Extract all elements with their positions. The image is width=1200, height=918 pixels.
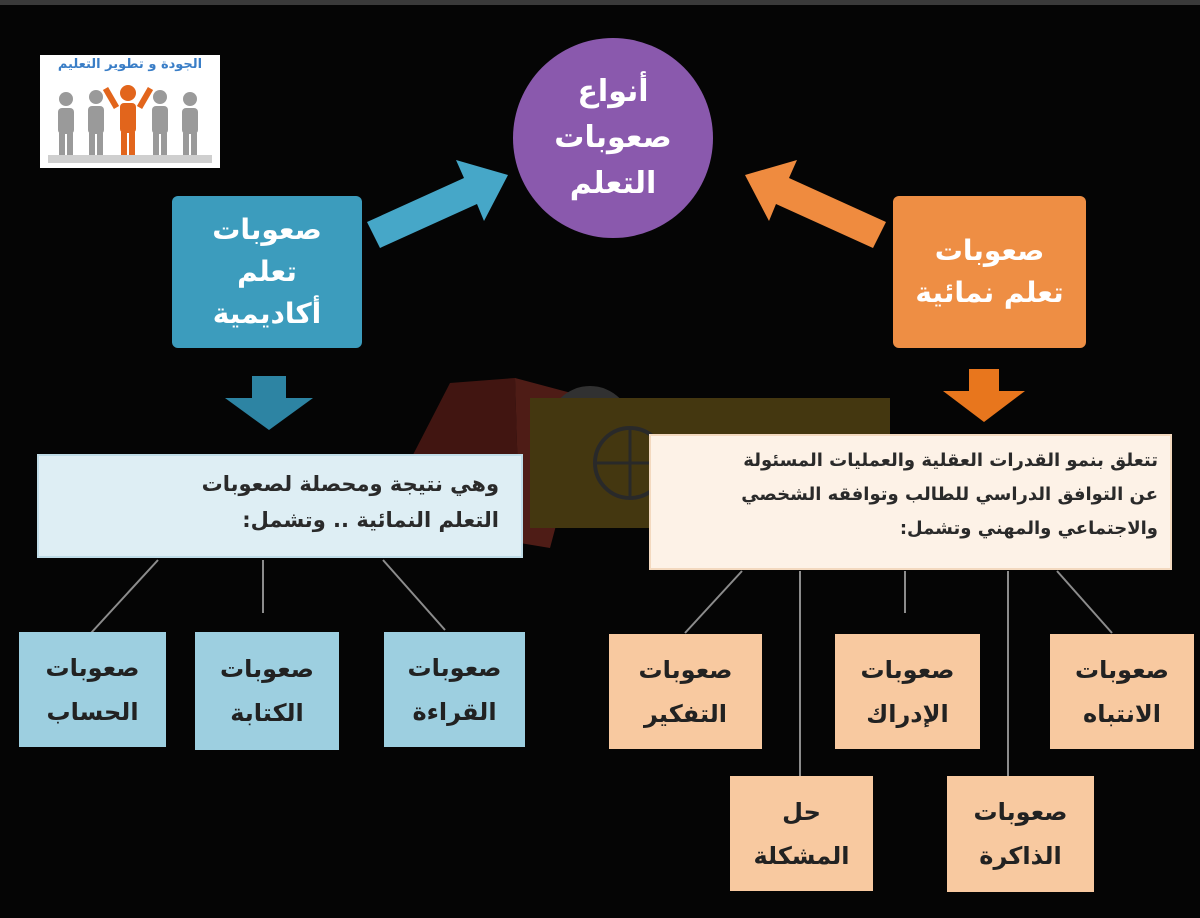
down-arrow-academic — [225, 376, 313, 430]
leaf-line: صعوبات — [220, 655, 314, 683]
leaf-writing-difficulties: صعوبات الكتابة — [195, 632, 339, 750]
connector-line — [90, 559, 159, 634]
leaf-line: الذاكرة — [979, 842, 1062, 870]
center-line: التعلم — [569, 166, 657, 201]
leaf-line: التفكير — [644, 699, 727, 728]
leaf-line: صعوبات — [407, 653, 502, 682]
down-arrow-developmental — [943, 369, 1025, 422]
leaf-thinking-difficulties: صعوبات التفكير — [609, 634, 762, 749]
leaf-line: حل — [782, 797, 821, 826]
leaf-reading-difficulties: صعوبات القراءة — [384, 632, 525, 747]
developmental-description-box: تتعلق بنمو القدرات العقلية والعمليات الم… — [649, 434, 1172, 570]
connector-line — [684, 570, 743, 634]
people-group-icon — [48, 85, 212, 163]
academic-title-line: أكاديمية — [212, 297, 322, 330]
leaf-line: القراءة — [412, 697, 497, 726]
arrow-developmental-to-center — [745, 160, 886, 248]
developmental-title-line: تعلم نمائية — [915, 276, 1064, 309]
leaf-line: صعوبات — [638, 655, 733, 684]
leaf-line: المشكلة — [753, 841, 850, 870]
academic-title-line: صعوبات — [212, 213, 322, 246]
academic-description-box: وهي نتيجة ومحصلة لصعوبات التعلم النمائية… — [37, 454, 523, 558]
developmental-title-line: صعوبات — [934, 234, 1045, 267]
center-node-learning-difficulties: أنواع صعوبات التعلم — [513, 38, 713, 238]
leaf-memory-difficulties: صعوبات الذاكرة — [947, 776, 1094, 892]
leaf-line: الإدراك — [866, 699, 949, 728]
academic-difficulties-node: صعوبات تعلم أكاديمية — [172, 196, 362, 348]
connector-line — [382, 559, 446, 631]
academic-title-line: تعلم — [237, 255, 297, 288]
center-line: صعوبات — [554, 120, 672, 155]
developmental-description-line: عن التوافق الدراسي للطالب وتوافقه الشخصي — [741, 484, 1158, 505]
logo: الجودة و تطوير التعليم — [40, 55, 220, 168]
top-border — [0, 0, 1200, 5]
leaf-line: الانتباه — [1083, 699, 1161, 728]
leaf-perception-difficulties: صعوبات الإدراك — [835, 634, 980, 749]
leaf-line: صعوبات — [45, 653, 140, 682]
developmental-difficulties-node: صعوبات تعلم نمائية — [893, 196, 1086, 348]
arrow-academic-to-center — [367, 160, 508, 248]
leaf-line: صعوبات — [973, 798, 1068, 826]
leaf-problem-solving: حل المشكلة — [730, 776, 873, 891]
connector-line — [1056, 570, 1113, 634]
academic-description-line: التعلم النمائية .. وتشمل: — [242, 508, 499, 532]
leaf-math-difficulties: صعوبات الحساب — [19, 632, 166, 747]
leaf-line: الحساب — [46, 697, 139, 726]
academic-description-line: وهي نتيجة ومحصلة لصعوبات — [201, 472, 499, 496]
leaf-attention-difficulties: صعوبات الانتباه — [1050, 634, 1194, 749]
leaf-line: صعوبات — [1075, 655, 1169, 684]
developmental-description-line: تتعلق بنمو القدرات العقلية والعمليات الم… — [743, 450, 1158, 471]
leaf-line: صعوبات — [860, 655, 955, 684]
center-line: أنواع — [577, 74, 649, 109]
developmental-description-line: والاجتماعي والمهني وتشمل: — [899, 518, 1158, 539]
logo-caption: الجودة و تطوير التعليم — [57, 57, 203, 72]
leaf-line: الكتابة — [230, 699, 304, 727]
